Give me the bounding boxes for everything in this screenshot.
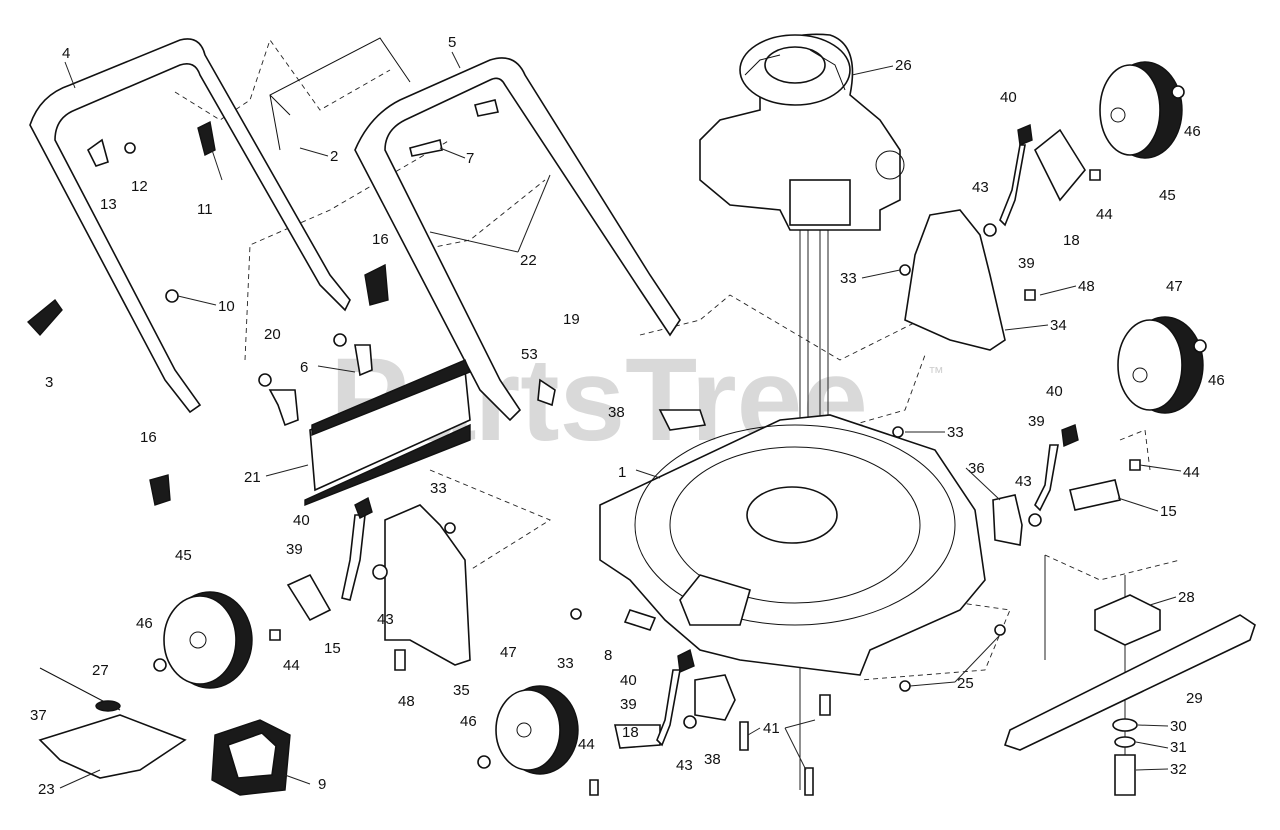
callout-45b: 45 [175, 547, 192, 564]
callout-47a: 47 [1166, 278, 1183, 295]
callout-53: 53 [521, 346, 538, 363]
callout-39b: 39 [1028, 413, 1045, 430]
height-adjuster-levers [341, 124, 1079, 747]
callout-18b: 18 [622, 724, 639, 741]
callout-34: 34 [1050, 317, 1067, 334]
callout-43b: 43 [1015, 473, 1032, 490]
callout-38b: 38 [704, 751, 721, 768]
callout-43c: 43 [377, 611, 394, 628]
callout-43d: 43 [676, 757, 693, 774]
callout-33c: 33 [430, 480, 447, 497]
callout-8: 8 [604, 647, 612, 664]
height-adjuster-brackets [286, 128, 1121, 749]
callout-29: 29 [1186, 690, 1203, 707]
callout-26: 26 [895, 57, 912, 74]
mower-deck [599, 414, 986, 676]
callout-4: 4 [62, 45, 70, 62]
callout-33d: 33 [557, 655, 574, 672]
callout-27: 27 [92, 662, 109, 679]
control-bail [269, 37, 411, 151]
callout-44a: 44 [1096, 206, 1113, 223]
hardware [26, 85, 1207, 796]
lower-handle-right [354, 57, 681, 422]
callout-37: 37 [30, 707, 47, 724]
wheel-rear-left [163, 591, 253, 689]
callout-10: 10 [218, 298, 235, 315]
callout-13: 13 [100, 196, 117, 213]
callout-33a: 33 [840, 270, 857, 287]
callout-48a: 48 [1078, 278, 1095, 295]
watermark-trademark: ™ [928, 365, 944, 382]
callout-32: 32 [1170, 761, 1187, 778]
callout-31: 31 [1170, 739, 1187, 756]
callout-46b: 46 [1208, 372, 1225, 389]
callout-46d: 46 [460, 713, 477, 730]
callout-35: 35 [453, 682, 470, 699]
callout-21: 21 [244, 469, 261, 486]
callout-7: 7 [466, 150, 474, 167]
callout-23: 23 [38, 781, 55, 798]
callout-18a: 18 [1063, 232, 1080, 249]
callout-39c: 39 [286, 541, 303, 558]
callout-46a: 46 [1184, 123, 1201, 140]
callout-33b: 33 [947, 424, 964, 441]
callout-40d: 40 [620, 672, 637, 689]
callout-6: 6 [300, 359, 308, 376]
callout-1: 1 [618, 464, 626, 481]
callout-19: 19 [563, 311, 580, 328]
callout-41: 41 [763, 720, 780, 737]
callout-46c: 46 [136, 615, 153, 632]
callout-16b: 16 [140, 429, 157, 446]
callout-22: 22 [520, 252, 537, 269]
callout-48b: 48 [398, 693, 415, 710]
callout-16a: 16 [372, 231, 389, 248]
callout-44d: 44 [578, 736, 595, 753]
callout-5: 5 [448, 34, 456, 51]
wheel-front-left [495, 685, 579, 775]
callout-39a: 39 [1018, 255, 1035, 272]
engine [699, 33, 905, 231]
callout-9: 9 [318, 776, 326, 793]
callout-44c: 44 [283, 657, 300, 674]
blade-assembly [1003, 594, 1256, 796]
callout-36: 36 [968, 460, 985, 477]
callout-47b: 47 [500, 644, 517, 661]
callout-43a: 43 [972, 179, 989, 196]
callout-45a: 45 [1159, 187, 1176, 204]
callout-11: 11 [197, 201, 213, 218]
callout-40b: 40 [1046, 383, 1063, 400]
callout-2: 2 [330, 148, 338, 165]
callout-15b: 15 [1160, 503, 1177, 520]
callout-labels: 1 2 3 4 5 6 7 8 9 10 11 12 13 15 15 16 1… [30, 34, 1225, 798]
callout-40a: 40 [1000, 89, 1017, 106]
callout-38a: 38 [608, 404, 625, 421]
wheel-front-right [1117, 316, 1204, 414]
callout-44b: 44 [1183, 464, 1200, 481]
callout-30: 30 [1170, 718, 1187, 735]
callout-28: 28 [1178, 589, 1195, 606]
upper-handle-left [29, 38, 351, 414]
callout-20: 20 [264, 326, 281, 343]
callout-40c: 40 [293, 512, 310, 529]
callout-3: 3 [45, 374, 53, 391]
callout-15a: 15 [324, 640, 341, 657]
callout-12: 12 [131, 178, 148, 195]
chute-and-deflector [38, 667, 291, 796]
rear-trail-shield [304, 359, 471, 507]
wheel-rear-right [1099, 61, 1183, 159]
callout-25: 25 [957, 675, 974, 692]
label-leaders [59, 51, 1182, 789]
callout-39d: 39 [620, 696, 637, 713]
